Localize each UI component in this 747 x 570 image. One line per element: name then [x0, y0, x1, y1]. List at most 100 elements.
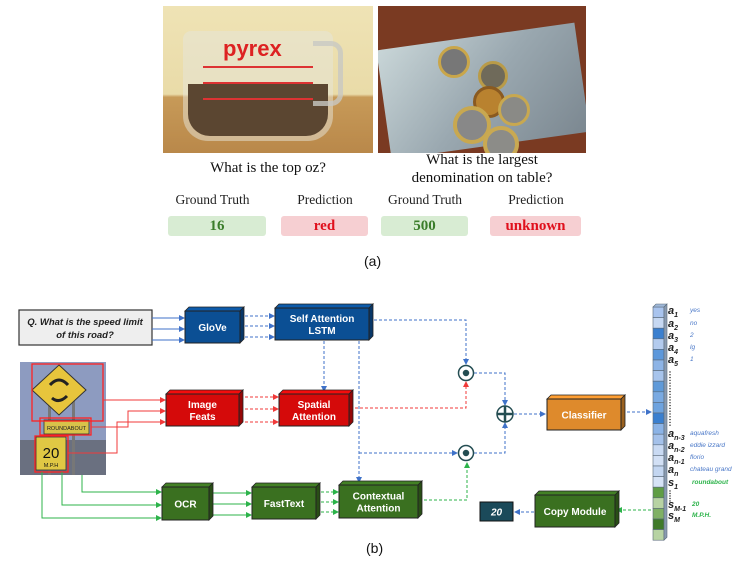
prediction-answer-2: unknown [490, 216, 581, 236]
question-box [18, 309, 153, 346]
vector-cell [652, 508, 665, 520]
vector-cell [652, 349, 665, 361]
contextual-attention-label: Contextual [353, 492, 405, 503]
image-feats-label: Feats [189, 412, 216, 423]
ellipsis-dot [669, 374, 671, 376]
answer-symbol: an-1 [668, 452, 685, 466]
ellipsis-dot [669, 490, 671, 492]
copy-module-label: Copy Module [544, 507, 607, 518]
vector-cell [652, 518, 665, 530]
glove-box: GloVe [184, 306, 245, 344]
ground-truth-answer-2: 500 [381, 216, 468, 236]
spatial-attention-label: Attention [292, 412, 336, 423]
svg-text:20: 20 [43, 445, 60, 462]
ellipsis-dot [669, 402, 671, 404]
contextual-attention-label: Attention [357, 504, 401, 515]
answer-symbol: sM-1 [668, 499, 686, 513]
answer-word: 2 [689, 332, 694, 339]
vector-cell [652, 317, 665, 329]
pyrex-cup-photo: pyrex [163, 6, 373, 153]
question-2-line1: What is the largest [426, 152, 538, 168]
classifier-box: Classifier [546, 394, 626, 431]
answer-word: roundabout [692, 479, 729, 486]
vector-cell [652, 529, 665, 541]
vector-cell [652, 497, 665, 509]
vector-cell [652, 444, 665, 456]
answer-symbol: sM [668, 510, 680, 524]
elementwise-product-icon [457, 444, 475, 462]
answer-symbol: a3 [668, 330, 678, 344]
ellipsis-dot [669, 396, 671, 398]
ellipsis-dot [669, 497, 671, 500]
road-sign-image: ROUNDABOUT 20 M.P.H [20, 362, 106, 475]
self-attention-lstm-label: LSTM [308, 326, 335, 337]
answer-symbol: an-3 [668, 428, 685, 442]
answer-word: 20 [691, 501, 700, 508]
caption-b: (b) [366, 540, 384, 556]
answer-symbol: an [668, 464, 678, 478]
vector-cell [652, 370, 665, 382]
answer-word: M.P.H. [692, 512, 711, 519]
ellipsis-dot [669, 424, 671, 426]
ellipsis-dot [669, 416, 671, 418]
vector-cell [652, 455, 665, 467]
ellipsis-dot [669, 371, 671, 373]
ellipsis-dot [669, 492, 671, 495]
prediction-answer-1: red [281, 216, 368, 236]
answer-word: aquafresh [690, 430, 719, 437]
glove-label: GloVe [198, 323, 227, 334]
answer-word: 1 [690, 356, 694, 363]
answer-word: lg [690, 344, 695, 351]
answer-word: florio [690, 454, 704, 461]
ellipsis-dot [669, 388, 671, 390]
pyrex-logo: pyrex [223, 36, 282, 61]
ellipsis-dot [669, 495, 671, 497]
self-attention-lstm-label: Self Attention [290, 314, 355, 325]
ellipsis-dot [669, 413, 671, 415]
fasttext-label: FastText [264, 499, 305, 510]
ellipsis-dot [669, 421, 671, 424]
ellipsis-dot [669, 390, 671, 393]
svg-text:ROUNDABOUT: ROUNDABOUT [47, 426, 87, 432]
vector-cell [652, 412, 665, 424]
ellipsis-dot [669, 385, 671, 387]
copy-module-box: Copy Module [534, 490, 620, 528]
vector-cell [652, 338, 665, 350]
ellipsis-dot [669, 407, 671, 410]
classifier-label: Classifier [561, 411, 606, 422]
vector-cell [652, 359, 665, 371]
image-feats-label: Image [188, 400, 217, 411]
vector-cell [652, 402, 665, 414]
answer-symbol: a2 [668, 318, 678, 332]
answer-word: eddie izzard [690, 442, 725, 449]
ellipsis-dot [669, 418, 671, 421]
spatial-attention-label: Spatial [298, 400, 331, 411]
ellipsis-dot [669, 382, 671, 384]
ellipsis-dot [669, 500, 671, 502]
ground-truth-label-1: Ground Truth [175, 192, 250, 207]
question-line2: of this road? [56, 330, 114, 341]
answer-vector [652, 303, 668, 541]
vector-cell [652, 391, 665, 403]
elementwise-product-icon [457, 364, 475, 382]
ocr-box: OCR [161, 482, 214, 521]
prediction-label-2: Prediction [508, 192, 564, 207]
answer-word: no [690, 320, 698, 327]
ellipsis-dot [669, 404, 671, 407]
answer-symbol: a5 [668, 354, 678, 368]
currency-photo [378, 6, 586, 153]
vector-cell [652, 380, 665, 393]
svg-text:M.P.H: M.P.H [44, 463, 59, 469]
vector-cell [652, 476, 665, 488]
question-line1: Q. What is the speed limit [27, 317, 143, 328]
vector-cell [652, 423, 665, 435]
vector-cell [652, 486, 665, 499]
output-box [479, 501, 514, 522]
answer-word: chateau grand [690, 466, 732, 473]
sum-icon [496, 405, 514, 423]
